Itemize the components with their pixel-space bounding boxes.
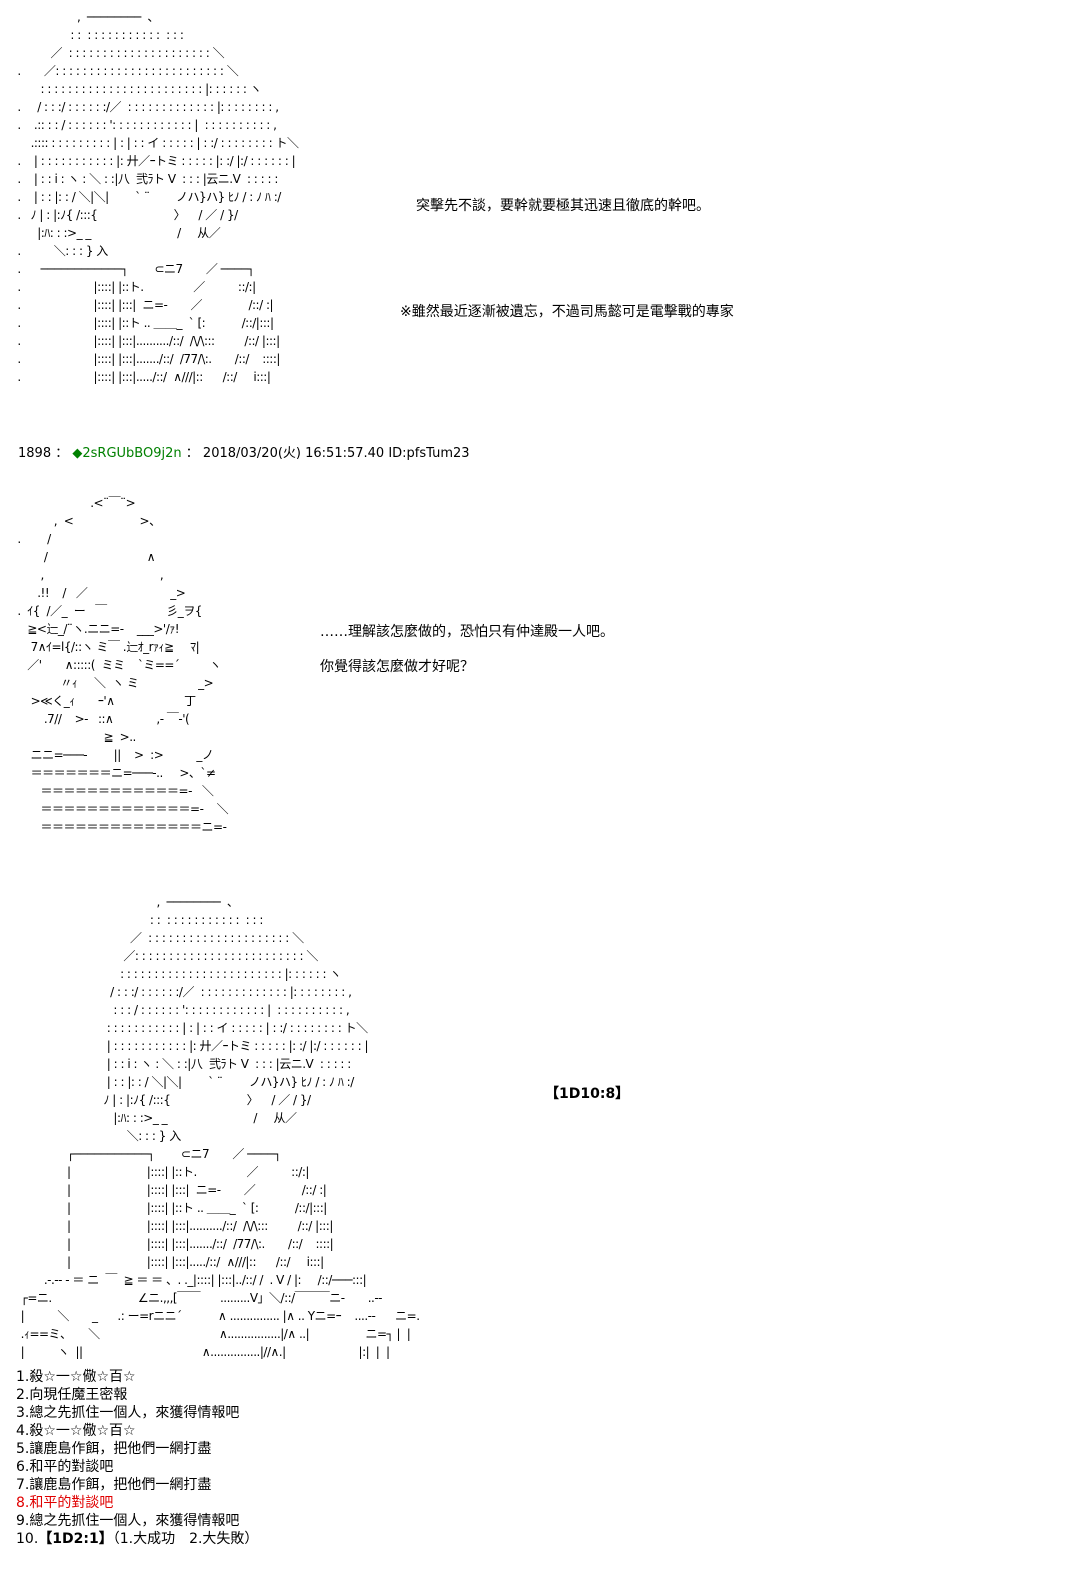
choice-item: 6.和平的對談吧	[16, 1459, 114, 1475]
dialogue-line: 你覺得該怎麼做才好呢？	[320, 659, 474, 675]
choice-item: 5.讓鹿島作餌，把他們一網打盡	[16, 1441, 212, 1457]
separator: ：	[55, 446, 69, 461]
dice-options: （1.大成功 2.大失敗）	[112, 1531, 259, 1547]
post-datetime: 2018/03/20(火) 16:51:57.40	[202, 446, 385, 461]
choice-prefix: 10.	[16, 1531, 39, 1547]
choice-item: 4.殺☆一☆儆☆百☆	[16, 1423, 136, 1439]
choice-item: 2.向現任魔王密報	[16, 1387, 128, 1403]
ascii-art-character-3: , ──────── 、 : : : : : : : : : : : : : :…	[20, 895, 420, 1359]
post-number: 1898	[18, 446, 52, 461]
ascii-art-character-1: , ──────── 、 : : : : : : : : : : : : : :…	[17, 10, 299, 384]
ascii-art-character-2: .<¨￣¨> , < >、 . / / ∧ , , .!! / ／ _> . ｲ…	[17, 496, 229, 834]
post-id: ID:pfsTum23	[388, 446, 470, 461]
choice-list: 1.殺☆一☆儆☆百☆ 2.向現任魔王密報 3.總之先抓住一個人，來獲得情報吧 4…	[16, 1368, 258, 1548]
choice-item: 9.總之先抓住一個人，來獲得情報吧	[16, 1513, 240, 1529]
choice-item-selected: 8.和平的對談吧	[16, 1495, 114, 1511]
choice-item: 3.總之先抓住一個人，來獲得情報吧	[16, 1405, 240, 1421]
narration-note: ※雖然最近逐漸被遺忘，不過司馬懿可是電擊戰的專家	[400, 304, 734, 320]
choice-item-dice-roll: 10.【1D2:1】（1.大成功 2.大失敗）	[16, 1530, 258, 1548]
dialogue-line: ……理解該怎麼做的，恐怕只有仲達殿一人吧。	[320, 624, 614, 640]
dialogue-line: 突擊先不談，要幹就要極其迅速且徹底的幹吧。	[416, 198, 710, 214]
post-header: 1898 ： ◆2sRGUbBO9j2n ： 2018/03/20(火) 16:…	[18, 445, 470, 463]
choice-item: 7.讓鹿島作餌，把他們一網打盡	[16, 1477, 212, 1493]
dice-result: 【1D2:1】	[38, 1531, 113, 1547]
dice-result: 【1D10:8】	[545, 1086, 630, 1102]
tripcode: ◆2sRGUbBO9j2n	[72, 446, 182, 461]
separator: ：	[185, 446, 199, 461]
choice-item: 1.殺☆一☆儆☆百☆	[16, 1369, 136, 1385]
